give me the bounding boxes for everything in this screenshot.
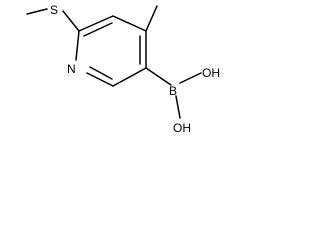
bond-c3-b: [145, 67, 172, 86]
bond-c2-n: [86, 72, 114, 87]
bonds: [26, 5, 202, 119]
atom-hydroxyl-bottom-label: OH: [173, 121, 191, 135]
atom-nitrogen-label: N: [67, 62, 76, 76]
bond-methyl-s: [26, 8, 48, 15]
molecule-structure: S N B OH OH: [26, 3, 220, 135]
atom-labels: S N B OH OH: [50, 3, 220, 135]
bond-c6-c5: [78, 15, 114, 32]
bond-c2-n-inner: [89, 66, 113, 80]
bond-b-oh-top: [179, 72, 202, 84]
atom-hydroxyl-top-label: OH: [202, 66, 220, 80]
atom-boron-label: B: [169, 84, 177, 98]
bond-n-c6: [75, 30, 80, 61]
atom-sulfur-label: S: [50, 3, 58, 17]
bond-c5-c4: [112, 15, 147, 32]
bond-c4-methyl: [145, 5, 158, 32]
bond-b-oh-bottom: [175, 95, 181, 119]
bond-c3-c2: [112, 67, 147, 87]
bond-c6-c5-inner: [83, 22, 113, 37]
bond-s-c6: [62, 10, 80, 32]
